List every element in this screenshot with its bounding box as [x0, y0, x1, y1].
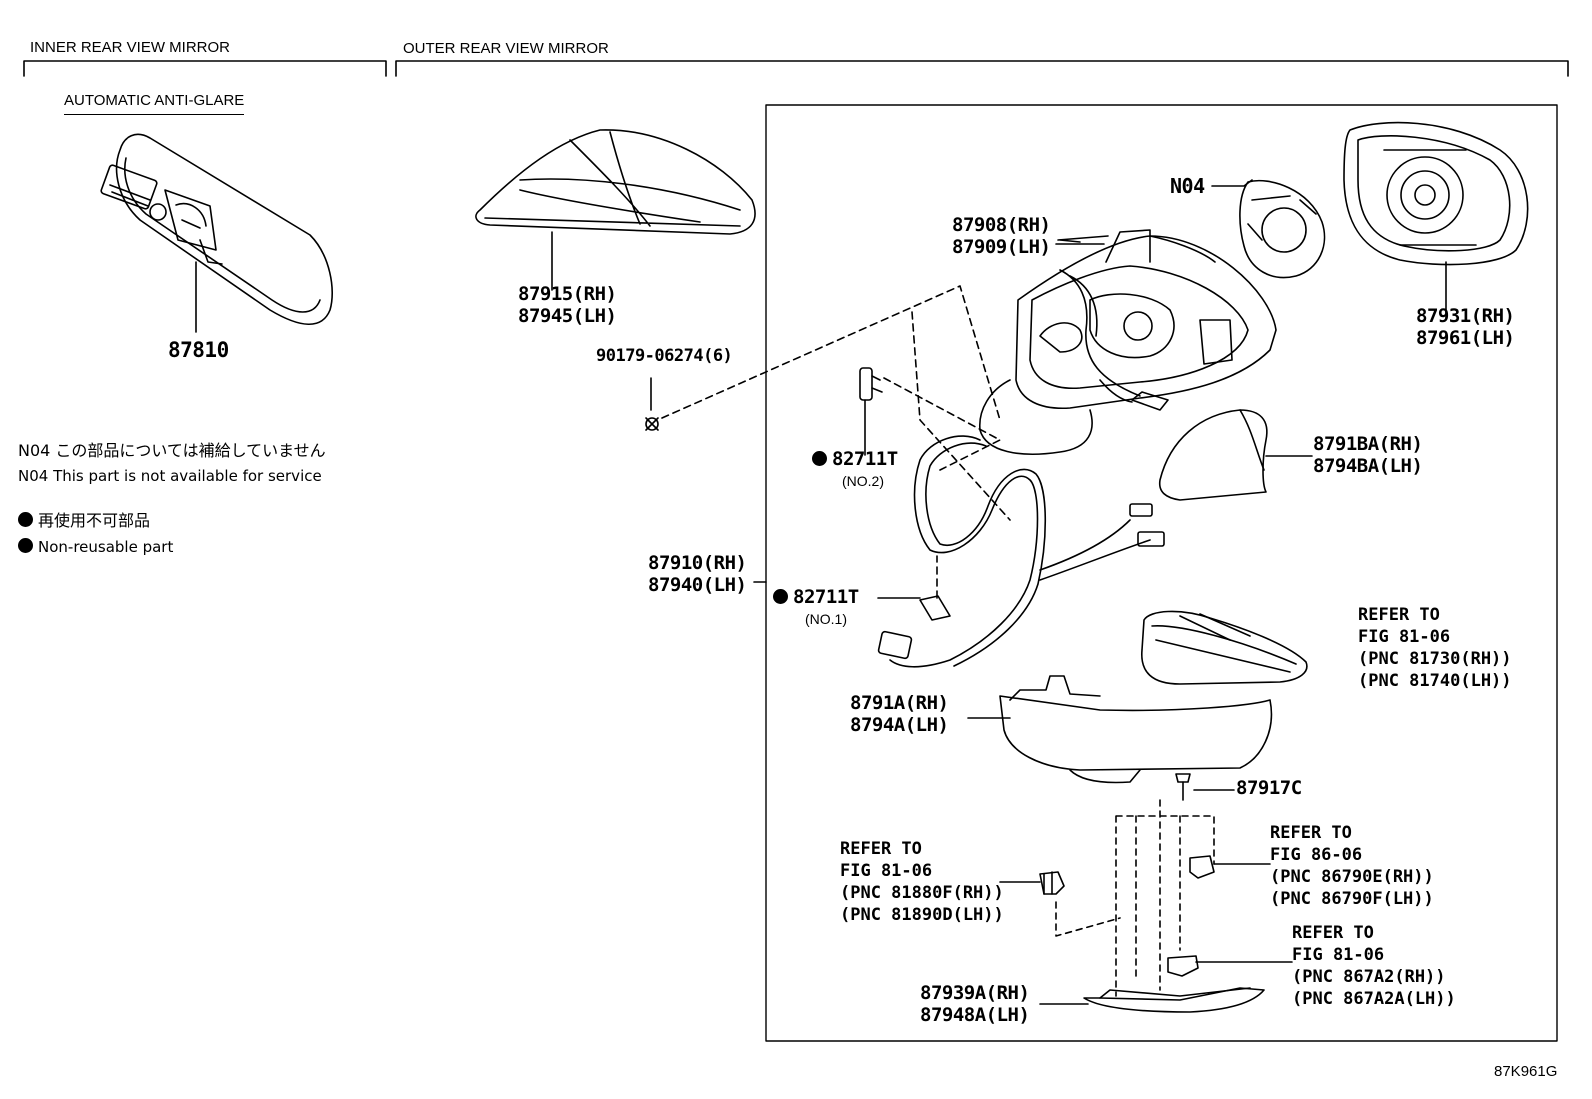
mirror-housing-drawing: [979, 229, 1277, 455]
note-nonreusable-en: Non-reusable part: [18, 538, 173, 555]
screw-drawing: [645, 285, 1001, 431]
part-number-82711t-no1: 82711T: [773, 588, 859, 607]
part-number-87915-lh: 87945(LH): [518, 305, 617, 327]
part-number-82711t-no2: 82711T: [812, 450, 898, 469]
refer-81880-line3: (PNC 81880F(RH)): [840, 883, 1004, 903]
figure-code: 87K961G: [1494, 1063, 1558, 1080]
section-brackets: [23, 60, 1569, 77]
part-number-87939a-lh: 87948A(LH): [920, 1004, 1030, 1026]
refer-81730: REFER TO FIG 81-06 (PNC 81730(RH)) (PNC …: [1358, 604, 1512, 692]
part-number-87908-rh: 87908(RH): [952, 214, 1051, 236]
side-cover-drawing: [1158, 409, 1313, 501]
section-title-outer-mirror: OUTER REAR VIEW MIRROR: [403, 40, 609, 57]
part-code-n04: N04: [1170, 174, 1205, 198]
lower-assembly-drawing: [999, 799, 1293, 1013]
heater-plate-drawing: [1343, 121, 1529, 319]
refer-867a2-line3: (PNC 867A2(RH)): [1292, 967, 1446, 987]
note-n04-jp: N04 この部品については補給していません: [18, 441, 326, 460]
refer-81730-line2: FIG 81-06: [1358, 627, 1451, 647]
part-number-87915: 87915(RH) 87945(LH): [518, 283, 617, 327]
refer-86790-line4: (PNC 86790F(LH)): [1270, 889, 1434, 909]
part-number-87931: 87931(RH) 87961(LH): [1416, 305, 1515, 349]
part-sub-no2: (NO.2): [842, 473, 884, 489]
outer-mirror-frame: [765, 104, 1558, 1042]
section-title-inner-mirror: INNER REAR VIEW MIRROR: [30, 39, 231, 56]
refer-81880-line1: REFER TO: [840, 839, 922, 859]
part-number-90179: 90179-06274(6): [596, 346, 733, 366]
inner-mirror-drawing: [100, 133, 333, 333]
refer-867a2-line1: REFER TO: [1292, 923, 1374, 943]
part-sub-no1: (NO.1): [805, 611, 847, 627]
part-number-87910-lh: 87940(LH): [648, 574, 747, 596]
part-number-87810: 87810: [168, 338, 229, 362]
non-reusable-legend-icon: [18, 512, 33, 527]
turn-signal-lamp-drawing: [1141, 610, 1308, 685]
small-screw-drawing: [1175, 773, 1235, 801]
refer-86790-line2: FIG 86-06: [1270, 845, 1363, 865]
seal-drawings: [859, 311, 1011, 621]
refer-81880: REFER TO FIG 81-06 (PNC 81880F(RH)) (PNC…: [840, 838, 1004, 926]
part-number-87939a-rh: 87939A(RH): [920, 982, 1030, 1004]
non-reusable-legend-icon: [18, 538, 33, 553]
note-nonreusable-jp-text: 再使用不可部品: [38, 511, 151, 530]
refer-86790-line1: REFER TO: [1270, 823, 1352, 843]
note-n04-en: N04 This part is not available for servi…: [18, 467, 322, 485]
part-number-8791a-lh: 8794A(LH): [850, 714, 949, 736]
part-number-8791ba-lh: 8794BA(LH): [1313, 455, 1423, 477]
refer-867a2-line4: (PNC 867A2A(LH)): [1292, 989, 1456, 1009]
part-number-8791ba-rh: 8791BA(RH): [1313, 433, 1423, 455]
part-number-8791a: 8791A(RH) 8794A(LH): [850, 692, 949, 736]
mirror-cover-drawing: [475, 129, 756, 291]
refer-867a2-line2: FIG 81-06: [1292, 945, 1385, 965]
part-number-87910: 87910(RH) 87940(LH): [648, 552, 747, 596]
part-number-8791a-rh: 8791A(RH): [850, 692, 949, 714]
refer-81880-line2: FIG 81-06: [840, 861, 933, 881]
part-number-87908: 87908(RH) 87909(LH): [952, 214, 1051, 258]
part-number-82711t-no2-num: 82711T: [832, 448, 898, 470]
refer-81730-line1: REFER TO: [1358, 605, 1440, 625]
anti-glare-heading: AUTOMATIC ANTI-GLARE: [64, 93, 245, 115]
refer-81880-line4: (PNC 81890D(LH)): [840, 905, 1004, 925]
leader-lines: [753, 243, 1105, 583]
part-number-87915-rh: 87915(RH): [518, 283, 617, 305]
part-number-82711t-no1-num: 82711T: [793, 586, 859, 608]
refer-81730-line3: (PNC 81730(RH)): [1358, 649, 1512, 669]
part-number-87908-lh: 87909(LH): [952, 236, 1051, 258]
part-number-8791ba: 8791BA(RH) 8794BA(LH): [1313, 433, 1423, 477]
note-nonreusable-jp: 再使用不可部品: [18, 512, 150, 529]
refer-86790: REFER TO FIG 86-06 (PNC 86790E(RH)) (PNC…: [1270, 822, 1434, 910]
refer-867a2: REFER TO FIG 81-06 (PNC 867A2(RH)) (PNC …: [1292, 922, 1456, 1010]
part-number-87910-rh: 87910(RH): [648, 552, 747, 574]
part-number-87917c: 87917C: [1236, 777, 1302, 799]
part-number-87931-lh: 87961(LH): [1416, 327, 1515, 349]
refer-86790-line3: (PNC 86790E(RH)): [1270, 867, 1434, 887]
part-number-87931-rh: 87931(RH): [1416, 305, 1515, 327]
lower-cover-drawing: [967, 675, 1273, 784]
refer-81730-line4: (PNC 81740(LH)): [1358, 671, 1512, 691]
non-reusable-marker-icon: [773, 589, 788, 604]
wire-harness-drawing: [877, 379, 1169, 668]
part-number-87939a: 87939A(RH) 87948A(LH): [920, 982, 1030, 1026]
mirror-motor-drawing: [1211, 179, 1326, 279]
non-reusable-marker-icon: [812, 451, 827, 466]
note-nonreusable-en-text: Non-reusable part: [38, 538, 174, 556]
